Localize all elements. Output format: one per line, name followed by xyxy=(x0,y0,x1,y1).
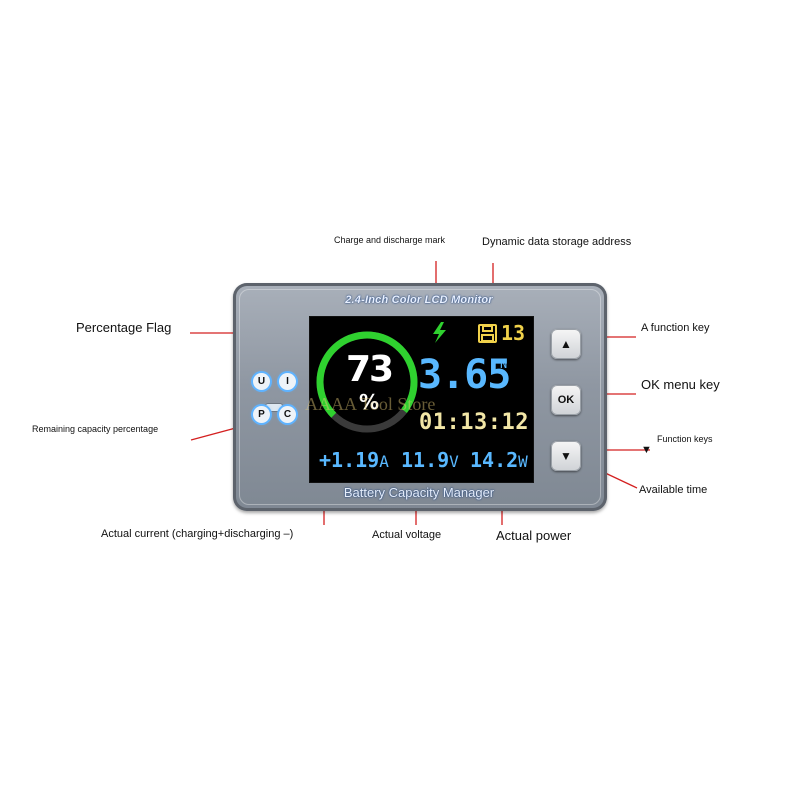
device-bevel xyxy=(239,289,601,505)
mode-button-i[interactable]: I xyxy=(279,373,296,390)
label-ok-menu-key: OK menu key xyxy=(641,377,720,392)
lcd-screen xyxy=(309,316,534,483)
label-percentage-flag: Percentage Flag xyxy=(76,320,172,335)
floppy-disk-icon xyxy=(478,324,497,343)
power-value: 14.2 xyxy=(470,448,519,472)
capacity-percentage-sign: % xyxy=(359,390,380,414)
label-dynamic-storage: Dynamic data storage address xyxy=(482,236,632,248)
device-footer-label: Battery Capacity Manager xyxy=(343,485,495,500)
ok-menu-key[interactable]: OK xyxy=(551,385,581,415)
current-value: +1.19 xyxy=(319,448,380,472)
label-actual-power: Actual power xyxy=(496,528,572,543)
storage-address-value: 13 xyxy=(501,321,526,345)
label-charge-discharge-mark: Charge and discharge mark xyxy=(334,235,446,245)
power-readout: 14.2W xyxy=(470,450,528,470)
capacity-ring-fill xyxy=(316,331,418,418)
current-unit: A xyxy=(379,452,389,471)
voltage-value: 11.9 xyxy=(401,448,450,472)
mode-button-p[interactable]: P xyxy=(253,406,270,423)
capacity-percentage-value: 73 xyxy=(346,349,394,390)
available-time-value: 01:13:12 xyxy=(419,410,529,435)
current-readout: +1.19A xyxy=(319,450,389,470)
device-header-label: 2.4-Inch Color LCD Monitor xyxy=(345,294,493,306)
label-function-keys: Function keys xyxy=(657,434,713,444)
mode-button-c[interactable]: C xyxy=(279,406,296,423)
up-function-key[interactable]: ▲ xyxy=(551,329,581,359)
power-unit: W xyxy=(518,452,528,471)
mode-indicator-led xyxy=(266,404,282,411)
voltage-unit: V xyxy=(449,452,459,471)
label-a-function-key: A function key xyxy=(641,322,710,334)
down-function-key[interactable]: ▼ xyxy=(551,441,581,471)
label-available-time: Available time xyxy=(639,484,708,496)
voltage-readout: 11.9V xyxy=(401,450,459,470)
label-actual-voltage: Actual voltage xyxy=(372,529,442,541)
lightning-bolt-icon xyxy=(433,322,446,343)
mode-button-u[interactable]: U xyxy=(253,373,270,390)
label-actual-current: Actual current (charging+discharging –) xyxy=(101,528,294,540)
function-keys-arrow-icon: ▼ xyxy=(641,444,652,456)
watermark: AAAA Tool Store xyxy=(305,394,436,414)
cell-voltage-value: 3.65 xyxy=(418,352,511,398)
label-remaining-capacity: Remaining capacity percentage xyxy=(32,424,159,434)
cell-voltage-unit: N xyxy=(500,357,508,371)
